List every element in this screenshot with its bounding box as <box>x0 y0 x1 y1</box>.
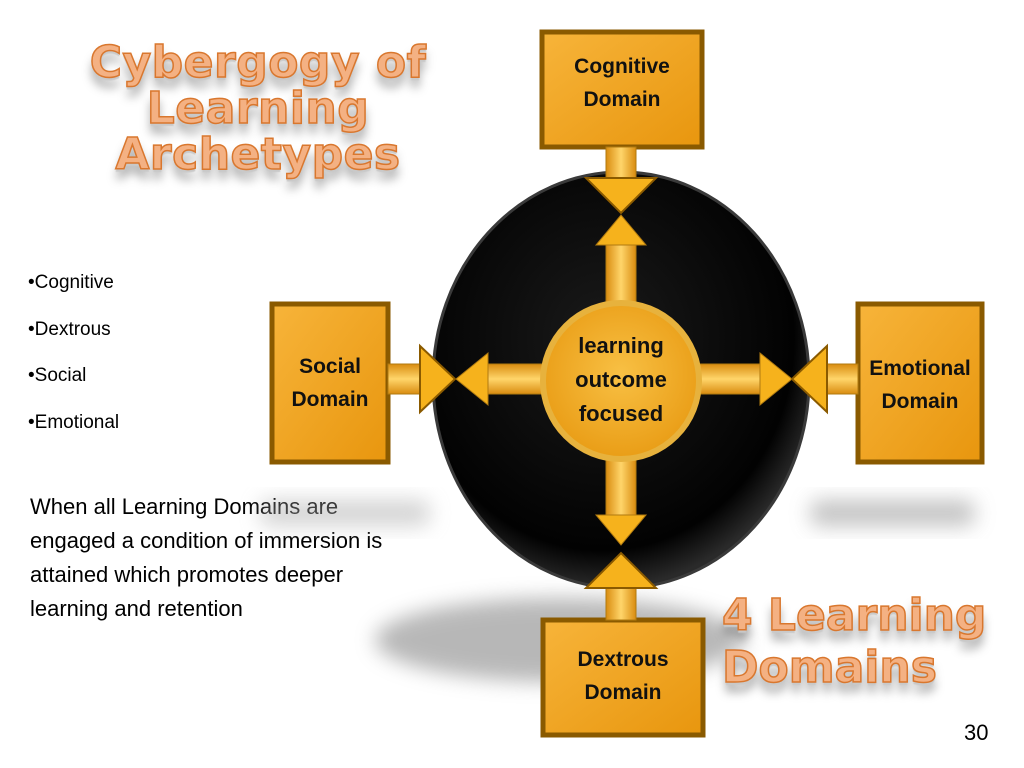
social-domain-label: Social Domain <box>291 355 369 411</box>
arrow-down-icon <box>583 146 659 215</box>
bullet-item: •Cognitive <box>28 272 114 293</box>
arrow-right-icon <box>387 343 457 415</box>
bullet-item: •Social <box>28 365 87 386</box>
slide-title: Cybergogy of Learning Archetypes <box>89 37 427 180</box>
cognitive-domain-label: Cognitive Domain <box>574 55 670 111</box>
emotional-domain-box <box>855 301 985 465</box>
box-shadow <box>810 500 975 526</box>
social-domain-box <box>269 301 391 465</box>
center-label: learning outcome focused <box>575 333 667 426</box>
emotional-domain-label: Emotional Domain <box>869 357 971 413</box>
dextrous-domain-label: Dextrous Domain <box>577 648 669 704</box>
center-node <box>540 300 702 462</box>
box-shadow <box>260 500 430 526</box>
domain-bullet-list: •Cognitive •Dextrous •Social •Emotional <box>28 268 119 454</box>
arrow-left-icon <box>790 343 859 415</box>
slide-subtitle: 4 Learning Domains <box>721 589 987 694</box>
bullet-item: •Emotional <box>28 411 120 433</box>
arrow-right-icon <box>689 351 793 407</box>
page-number: 30 <box>964 720 989 745</box>
bullet-item: •Dextrous <box>28 318 111 340</box>
arrow-up-icon <box>583 551 659 621</box>
dextrous-domain-box <box>540 617 706 738</box>
